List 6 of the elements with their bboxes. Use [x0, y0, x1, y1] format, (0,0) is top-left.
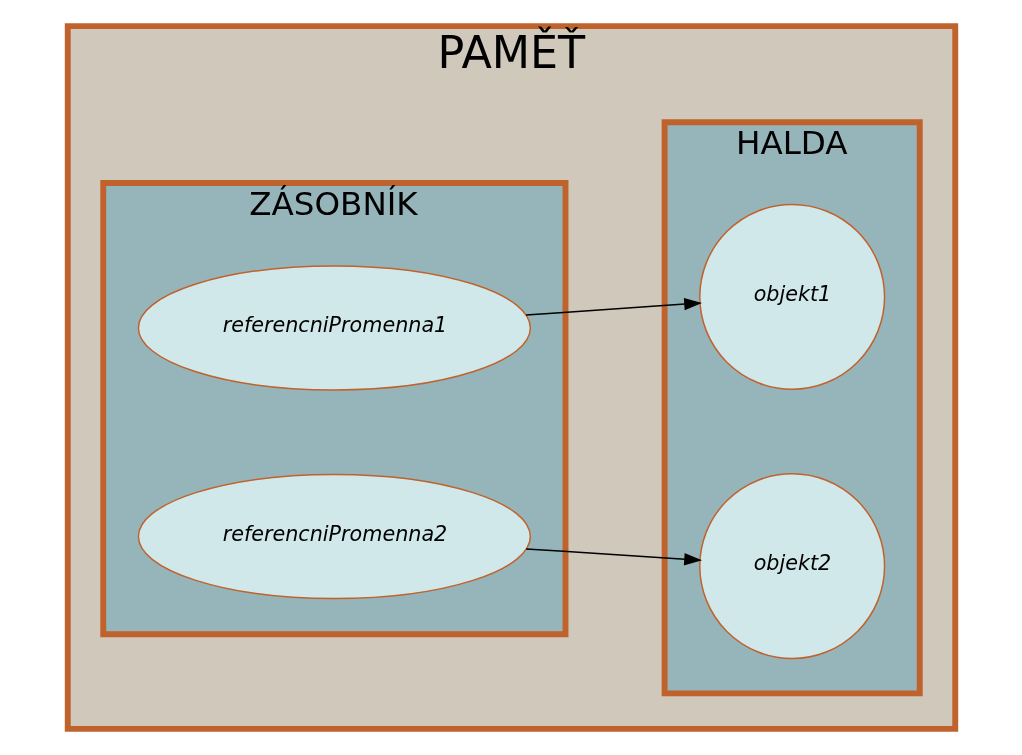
- arrow: [524, 297, 702, 316]
- node-circle: objekt1: [698, 203, 885, 390]
- arrow: [524, 548, 702, 566]
- node-circle: objekt2: [698, 473, 885, 660]
- node-ellipse: referencniPromenna1: [137, 265, 531, 391]
- node-ellipse: referencniPromenna2: [137, 473, 531, 600]
